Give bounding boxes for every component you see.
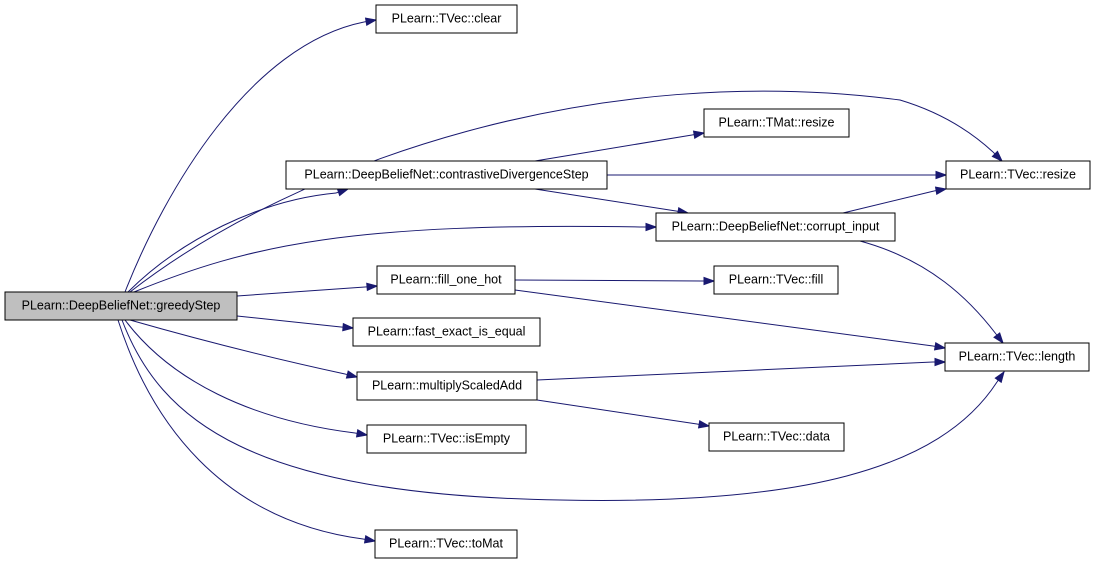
node-label: PLearn::DeepBeliefNet::contrastiveDiverg… <box>304 167 588 181</box>
edge-line <box>236 315 342 328</box>
edge-line <box>536 399 698 425</box>
edge-greedystep-length <box>121 319 1005 501</box>
edge-line <box>859 240 997 335</box>
edge-greedystep-tomat <box>117 319 377 544</box>
arrow-head-icon <box>703 276 716 286</box>
node-contrastive-divergence-step[interactable]: PLearn::DeepBeliefNet::contrastiveDiverg… <box>285 160 608 190</box>
arrow-head-icon <box>692 130 706 139</box>
node-label: PLearn::TVec::fill <box>729 272 824 286</box>
node-tvec-length[interactable]: PLearn::TVec::length <box>944 342 1090 372</box>
edge-line <box>514 289 934 347</box>
edge-greedystep-tvecresize <box>129 90 1004 293</box>
edge-contrastive-corrupt <box>534 188 690 216</box>
arrow-head-icon <box>993 332 1004 345</box>
node-label: PLearn::TVec::toMat <box>389 536 503 550</box>
arrow-head-icon <box>345 370 359 379</box>
edge-line <box>121 319 998 501</box>
node-corrupt-input[interactable]: PLearn::DeepBeliefNet::corrupt_input <box>655 212 896 242</box>
arrow-head-icon <box>355 429 369 438</box>
edge-fillonehot-length <box>514 289 947 351</box>
edge-line <box>124 21 365 293</box>
node-label: PLearn::multiplyScaledAdd <box>372 378 522 392</box>
arrow-head-icon <box>934 186 948 195</box>
node-multiply-scaled-add[interactable]: PLearn::multiplyScaledAdd <box>356 371 538 401</box>
node-tvec-clear[interactable]: PLearn::TVec::clear <box>375 4 518 34</box>
edge-line <box>534 134 693 162</box>
edge-line <box>124 319 356 434</box>
node-label: PLearn::TVec::data <box>723 429 830 443</box>
arrow-head-icon <box>991 150 1004 163</box>
node-label: PLearn::TMat::resize <box>718 115 834 129</box>
node-label: PLearn::DeepBeliefNet::greedyStep <box>22 298 221 312</box>
node-tmat-resize[interactable]: PLearn::TMat::resize <box>703 108 850 138</box>
edge-line <box>842 190 935 214</box>
arrow-head-icon <box>697 420 711 429</box>
node-tvec-is-empty[interactable]: PLearn::TVec::isEmpty <box>366 424 527 454</box>
arrow-head-icon <box>935 170 948 180</box>
node-tvec-to-mat[interactable]: PLearn::TVec::toMat <box>374 529 518 559</box>
arrow-head-icon <box>342 322 355 332</box>
node-label: PLearn::fast_exact_is_equal <box>368 324 526 338</box>
edge-greedystep-corrupt <box>133 222 658 293</box>
edge-multiply-data <box>536 399 711 429</box>
node-label: PLearn::TVec::isEmpty <box>383 431 511 445</box>
node-tvec-resize[interactable]: PLearn::TVec::resize <box>945 160 1091 190</box>
edge-greedystep-fillonehot <box>236 282 379 297</box>
edge-contrastive-tvecresize <box>607 170 948 180</box>
arrow-head-icon <box>366 282 379 292</box>
edge-line <box>534 188 677 212</box>
arrow-head-icon <box>364 17 378 26</box>
node-label: PLearn::TVec::length <box>959 349 1076 363</box>
arrow-head-icon <box>363 535 377 544</box>
edge-corrupt-tvecresize <box>842 186 948 214</box>
edge-fillonehot-fill <box>514 276 716 286</box>
edge-line <box>129 319 346 375</box>
node-tvec-data[interactable]: PLearn::TVec::data <box>708 422 845 452</box>
node-label: PLearn::DeepBeliefNet::corrupt_input <box>672 219 880 233</box>
node-label: PLearn::TVec::clear <box>392 11 502 25</box>
edges-layer <box>117 17 1005 544</box>
edge-corrupt-length <box>859 240 1004 345</box>
node-tvec-fill[interactable]: PLearn::TVec::fill <box>713 265 839 295</box>
arrow-head-icon <box>336 188 350 197</box>
edge-line <box>536 361 934 381</box>
node-label: PLearn::fill_one_hot <box>390 272 502 286</box>
edge-greedystep-clear <box>124 17 378 293</box>
edge-line <box>514 279 703 282</box>
arrow-head-icon <box>934 357 947 367</box>
node-fill-one-hot[interactable]: PLearn::fill_one_hot <box>376 265 516 295</box>
edge-greedystep-multiply <box>129 319 359 379</box>
edge-greedystep-isempty <box>124 319 369 438</box>
edge-line <box>117 319 364 540</box>
edge-multiply-length <box>536 357 947 381</box>
edge-line <box>129 90 994 293</box>
nodes-layer: PLearn::DeepBeliefNet::greedyStep PLearn… <box>4 4 1091 559</box>
arrow-head-icon <box>645 222 658 232</box>
edge-greedystep-fastexact <box>236 315 355 332</box>
node-greedy-step[interactable]: PLearn::DeepBeliefNet::greedyStep <box>4 291 238 321</box>
node-label: PLearn::TVec::resize <box>960 167 1076 181</box>
edge-line <box>236 286 366 297</box>
edge-line <box>133 225 645 293</box>
edge-greedystep-contrastive <box>127 188 350 293</box>
edge-line <box>127 192 337 293</box>
edge-contrastive-tmatresize <box>534 130 706 162</box>
arrow-head-icon <box>933 342 947 351</box>
node-fast-exact-is-equal[interactable]: PLearn::fast_exact_is_equal <box>352 317 541 347</box>
arrow-head-icon <box>994 370 1005 384</box>
